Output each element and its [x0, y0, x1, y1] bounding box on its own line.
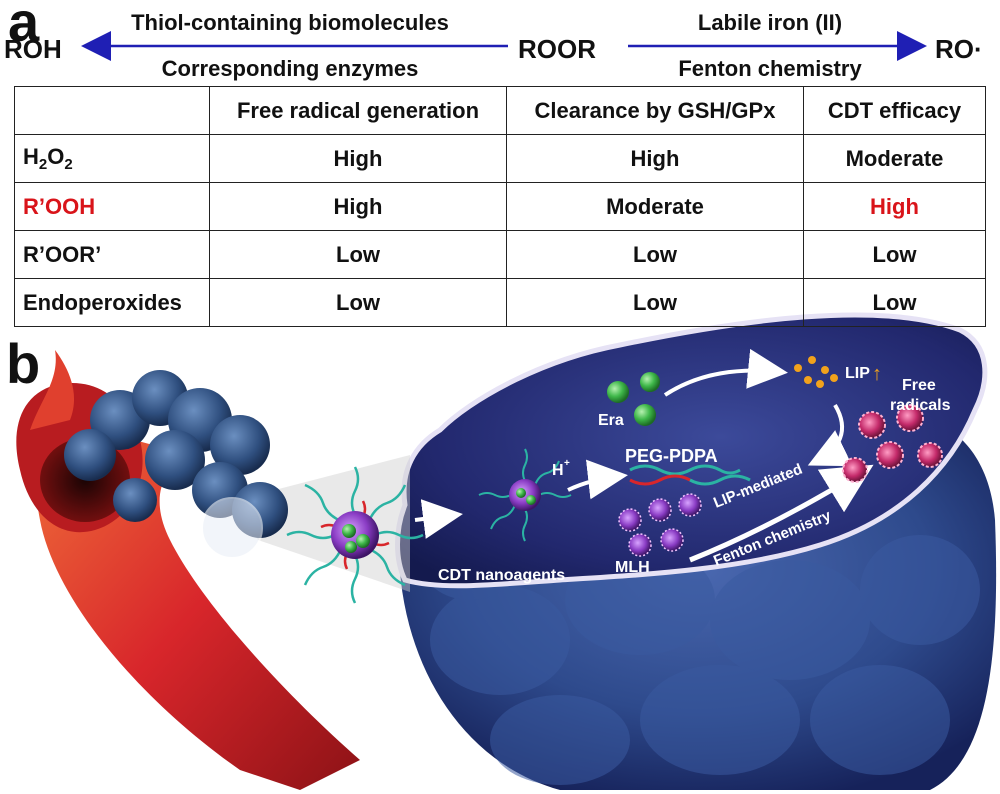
- table-header-row: Free radical generation Clearance by GSH…: [14, 86, 986, 135]
- table-cell-highlight: High: [803, 182, 986, 231]
- table-cell: Low: [506, 278, 804, 327]
- cdt-nanoagent-large: [286, 466, 424, 604]
- table-cell: Moderate: [506, 182, 804, 231]
- ro-radical-product: RO·: [935, 34, 983, 64]
- free-radicals-label-1: Free: [902, 377, 936, 394]
- mlh-label: MLH: [615, 559, 650, 576]
- table-cell: Low: [803, 278, 986, 327]
- table-cell: Low: [209, 230, 507, 279]
- free-radicals: [842, 404, 943, 483]
- entry-arrow: [414, 499, 463, 539]
- cdt-nanoagents-label: CDT nanoagents: [438, 567, 565, 584]
- right-arrow-bottom-label: Fenton chemistry: [678, 56, 862, 81]
- right-arrow-top-label: Labile iron (II): [697, 10, 843, 35]
- lip-increase-arrow: ↑: [872, 363, 882, 385]
- peg-pdpa-strands: [629, 464, 751, 486]
- row-name-roor: R’OOR’: [14, 230, 210, 279]
- fenton-arrow: [689, 464, 874, 563]
- panel-b-label: b: [6, 332, 41, 395]
- table-header-blank: [14, 86, 210, 135]
- row-name-h2o2: H2O2: [14, 134, 210, 183]
- table-cell: High: [506, 134, 804, 183]
- table-cell: High: [209, 182, 507, 231]
- row-name-endoperoxides: Endoperoxides: [14, 278, 210, 327]
- row-name-rooh: R’OOH: [14, 182, 210, 231]
- table-row: R’OOH High Moderate High: [14, 182, 986, 231]
- hplus-arrow: [567, 459, 628, 500]
- roor-reactant: ROOR: [518, 34, 596, 64]
- table-header-cdt-efficacy: CDT efficacy: [803, 86, 986, 135]
- table-cell: High: [209, 134, 507, 183]
- era-molecules: [607, 372, 660, 426]
- table-cell: Low: [506, 230, 804, 279]
- peg-pdpa-label: PEG-PDPA: [625, 446, 718, 466]
- table-row: R’OOR’ Low Low Low: [14, 230, 986, 279]
- era-to-lip-arrow: [663, 348, 788, 397]
- free-radicals-label-2: radicals: [890, 397, 951, 414]
- table-cell: Low: [209, 278, 507, 327]
- left-arrow-bottom-label: Corresponding enzymes: [161, 56, 419, 81]
- table-cell: Low: [803, 230, 986, 279]
- lip-to-radicals-arrow: [807, 403, 853, 467]
- cdt-nanoagent-inside: [478, 448, 572, 542]
- table-header-clearance: Clearance by GSH/GPx: [506, 86, 804, 135]
- tumor-cross-section: [395, 312, 988, 589]
- table-row: Endoperoxides Low Low Low: [14, 278, 986, 327]
- zoom-cone: [236, 455, 410, 592]
- panel-a-label: a: [8, 0, 40, 53]
- mlh-nanoparticles: [618, 493, 702, 557]
- table-row: H2O2 High High Moderate: [14, 134, 986, 183]
- left-arrow-top-label: Thiol-containing biomolecules: [131, 10, 449, 35]
- table-cell: Moderate: [803, 134, 986, 183]
- h-plus-superscript: +: [564, 458, 570, 469]
- table-header-free-radical: Free radical generation: [209, 86, 507, 135]
- peroxide-comparison-table: Free radical generation Clearance by GSH…: [14, 86, 986, 327]
- lip-label: LIP: [845, 365, 870, 382]
- h-plus-label: H: [552, 462, 564, 479]
- roh-product: ROH: [4, 34, 62, 64]
- era-label: Era: [598, 412, 624, 429]
- tumor-cell-cluster: [64, 370, 288, 559]
- lip-iron-dots: [794, 356, 838, 388]
